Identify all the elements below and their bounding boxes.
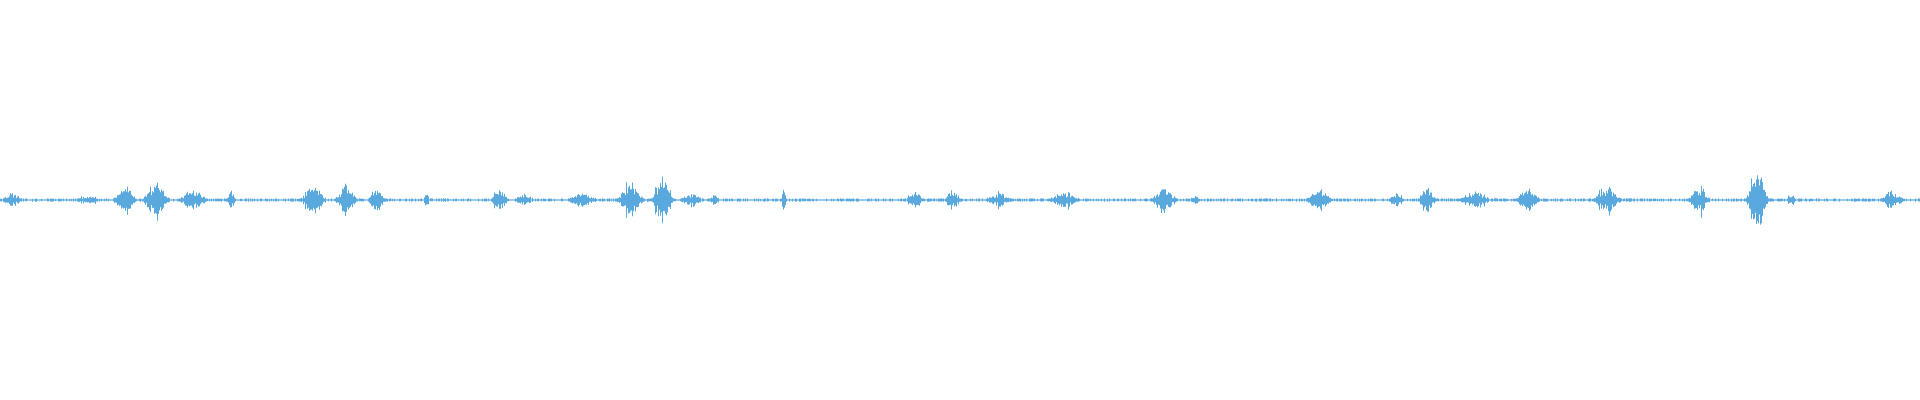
- waveform-bars: [0, 175, 1920, 225]
